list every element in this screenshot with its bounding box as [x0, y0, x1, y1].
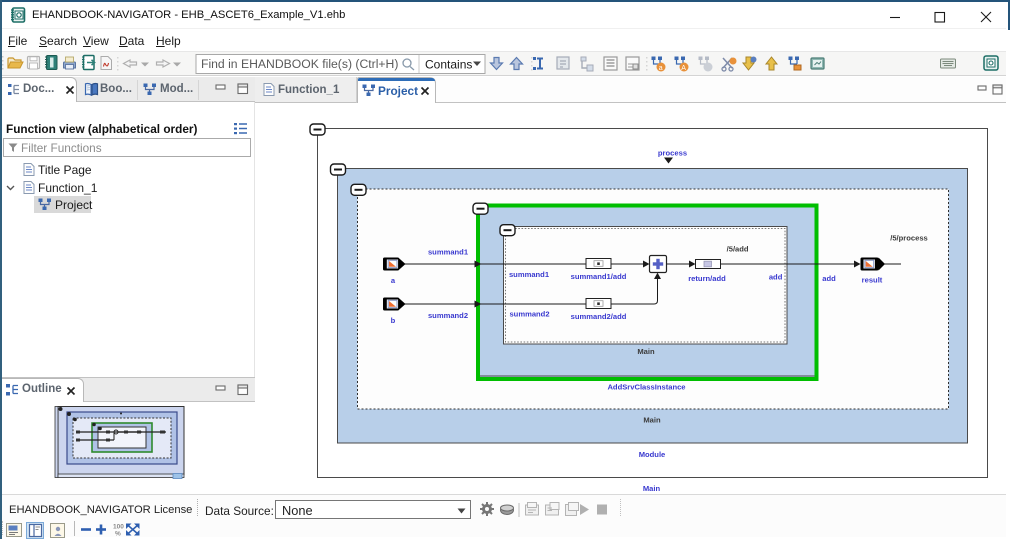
svg-text:Module: Module: [639, 450, 666, 459]
svg-text:Main: Main: [637, 347, 655, 356]
svg-text:Main: Main: [643, 484, 661, 493]
svg-text:process: process: [658, 149, 687, 158]
svg-text:AddSrvClassInstance: AddSrvClassInstance: [607, 383, 685, 392]
svg-text:summand1/add: summand1/add: [571, 272, 627, 281]
svg-text:summand2: summand2: [428, 311, 468, 320]
svg-text:Main: Main: [643, 416, 661, 425]
svg-text:add: add: [822, 274, 836, 283]
svg-text:summand1: summand1: [428, 248, 469, 257]
svg-text:return/add: return/add: [688, 274, 726, 283]
svg-text:result: result: [862, 275, 883, 284]
svg-text:add: add: [769, 272, 783, 281]
svg-text:summand2: summand2: [509, 310, 549, 319]
svg-text:A: A: [681, 65, 686, 72]
svg-text:/5/add: /5/add: [727, 245, 749, 254]
svg-text:summand2/add: summand2/add: [571, 312, 627, 321]
svg-text:/5/process: /5/process: [890, 234, 928, 243]
svg-text:summand1: summand1: [509, 270, 550, 279]
svg-text:Find in EHANDBOOK file(s) (Ctr: Find in EHANDBOOK file(s) (Ctrl+H): [201, 57, 398, 71]
svg-text:%: %: [115, 531, 121, 538]
svg-text:Contains: Contains: [425, 58, 472, 72]
svg-text:a: a: [659, 65, 663, 72]
svg-text:100: 100: [113, 524, 124, 531]
svg-text:a: a: [391, 276, 396, 285]
svg-text:b: b: [391, 316, 396, 325]
